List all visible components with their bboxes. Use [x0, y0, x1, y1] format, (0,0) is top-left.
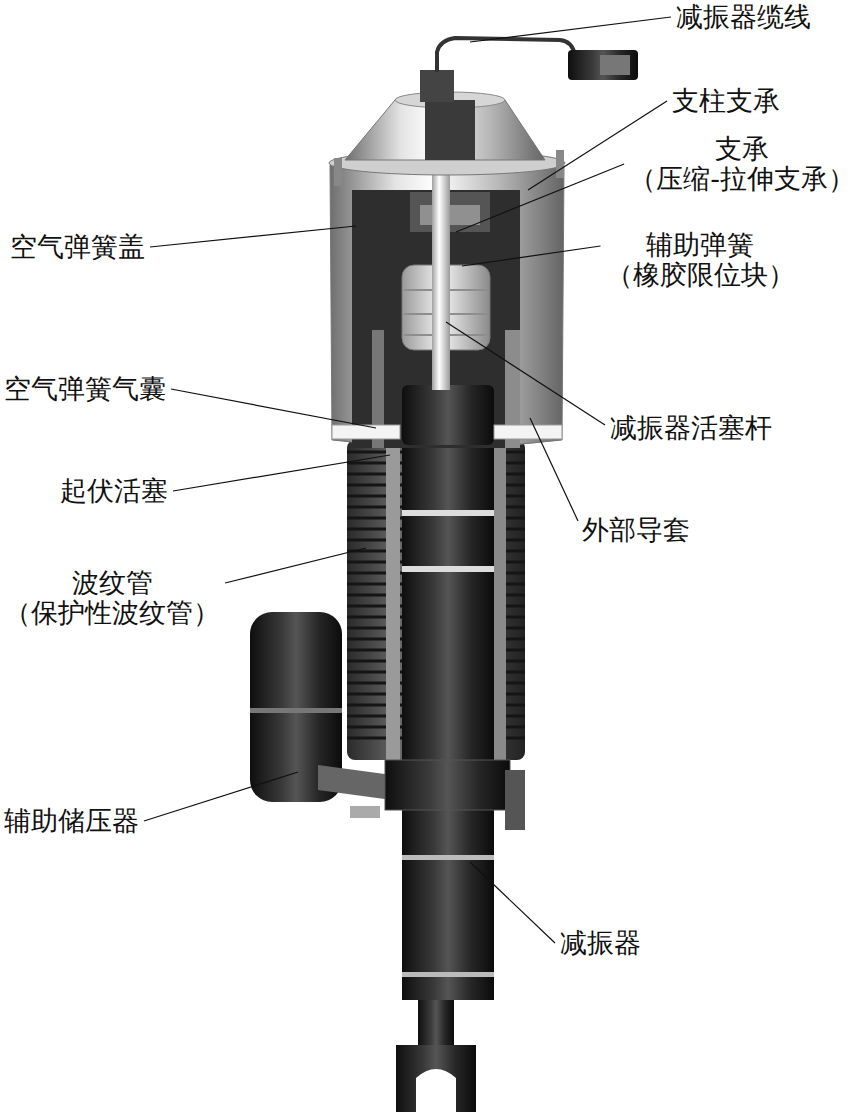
leader-line [150, 226, 356, 247]
piston-rod [432, 150, 450, 390]
cover-band [332, 425, 400, 439]
clip [350, 806, 380, 818]
part-label: 波纹管 （保护性波纹管） [4, 568, 220, 628]
leader-line [446, 322, 605, 425]
lower-collar [385, 760, 510, 810]
strut-mount [345, 100, 545, 160]
part-label: 支柱支承 [672, 86, 780, 116]
part-label: 减振器 [560, 928, 641, 958]
lower-rod [418, 995, 454, 1050]
guide-wall [494, 440, 506, 760]
part-label: 空气弹簧盖 [10, 232, 145, 262]
leader-line [462, 246, 601, 266]
leader-line [456, 164, 624, 232]
part-label: 外部导套 [582, 515, 690, 545]
part-label: 辅助储压器 [4, 806, 139, 836]
part-label: 减振器活塞杆 [610, 413, 772, 443]
damper-top [402, 385, 494, 445]
leader-line [225, 548, 366, 583]
leader-line [470, 17, 671, 42]
accumulator-seam [250, 708, 342, 713]
leader-line [530, 418, 578, 521]
accumulator-bracket [318, 765, 392, 800]
leader-line [173, 455, 390, 491]
tube-ring [402, 972, 494, 977]
part-label: 辅助弹簧 （橡胶限位块） [606, 230, 795, 290]
damper-tube [402, 440, 494, 1000]
plug-face [600, 55, 630, 75]
leader-line [470, 862, 555, 943]
part-label: 空气弹簧气囊 [4, 374, 166, 404]
cover-band [494, 425, 562, 439]
roll-piston-wall [386, 440, 400, 760]
stud [556, 150, 564, 178]
mounting-fork [396, 1045, 476, 1112]
leader-line [171, 389, 376, 428]
part-label: 起伏活塞 [60, 476, 168, 506]
collar-bracket [505, 770, 525, 830]
tube-ring [402, 510, 494, 516]
cable-plug [568, 50, 638, 80]
leader-line [144, 772, 298, 821]
part-label: 支承 （压缩-拉伸支承） [629, 134, 855, 194]
tube-ring [402, 855, 494, 860]
stud [334, 158, 342, 186]
tube-ring [402, 566, 494, 572]
mount-cut [425, 100, 475, 160]
part-label: 减振器缆线 [676, 2, 811, 32]
damper-cable [437, 38, 575, 72]
cable-socket [420, 70, 454, 102]
